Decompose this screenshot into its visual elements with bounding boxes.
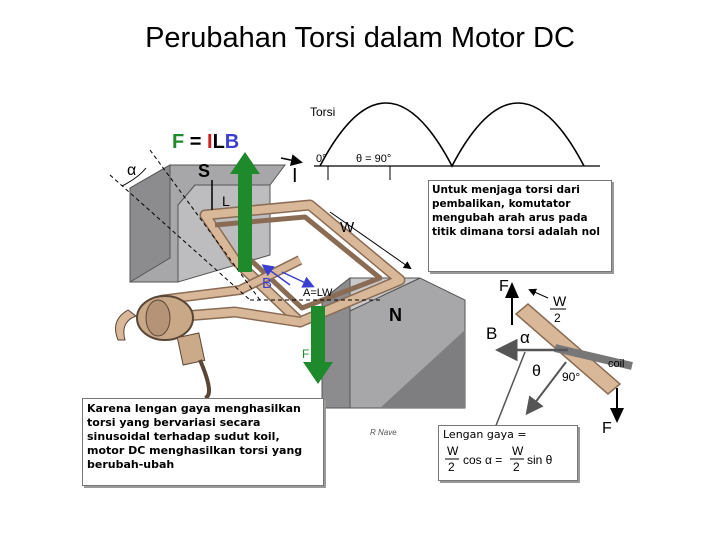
lever-sin: sin θ xyxy=(527,453,553,467)
side-alpha: α xyxy=(520,328,530,347)
width-label: W xyxy=(340,219,355,236)
force-equation: F = ILB xyxy=(172,131,239,153)
alpha-arc xyxy=(121,167,147,187)
magnet-north xyxy=(321,276,466,409)
field-b-arrow xyxy=(261,264,291,286)
alpha-symbol: α xyxy=(127,162,136,179)
side-lever-line xyxy=(494,351,526,429)
commutator-note: Untuk menjaga torsi dari pembalikan, kom… xyxy=(428,180,612,272)
lever-W-1: W xyxy=(447,444,459,458)
eq-equals: = xyxy=(184,131,207,153)
eq-I: I xyxy=(207,131,213,153)
side-force-bottom-head xyxy=(610,408,624,423)
tick-90-label: θ = 90° xyxy=(356,153,391,165)
credit-label: R Nave xyxy=(370,428,397,437)
area-label: A=LW xyxy=(303,287,333,299)
svg-text:F = ILB: F = ILB xyxy=(172,131,239,153)
eq-B: B xyxy=(225,131,239,153)
side-B: B xyxy=(486,324,497,343)
torque-graph: Torsi 0° θ = 90° xyxy=(310,102,600,180)
torque-variation-note: Karena lengan gaya menghasilkan torsi ya… xyxy=(82,398,324,486)
lever-two-2: 2 xyxy=(513,460,520,474)
north-pole-label: N xyxy=(389,305,402,325)
torque-label: Torsi xyxy=(310,105,335,119)
eq-F: F xyxy=(172,131,184,153)
eq-L: L xyxy=(213,131,225,153)
lever-cos: cos α = xyxy=(463,453,502,467)
width-dimension xyxy=(329,211,412,270)
side-arm-arrow xyxy=(528,288,549,299)
commutator xyxy=(115,295,211,400)
lever-arm-formula: W 2 cos α = W 2 sin θ xyxy=(445,444,553,474)
south-pole-label: S xyxy=(198,161,210,181)
lever-arm-label: Lengan gaya = xyxy=(443,428,527,441)
normal-arrow xyxy=(281,271,315,288)
side-two: 2 xyxy=(554,311,561,325)
field-b-label: B xyxy=(262,275,272,292)
force-bottom-label: F xyxy=(302,347,309,361)
force-arrow-up xyxy=(230,152,260,272)
current-arrow xyxy=(280,154,303,167)
side-F-bottom: F xyxy=(602,420,612,437)
side-ninety: 90° xyxy=(562,370,580,384)
side-torque-arrow xyxy=(525,361,567,416)
torque-curve xyxy=(319,102,585,168)
lever-W-2: W xyxy=(512,444,524,458)
lever-arm-box: Lengan gaya = W 2 cos α = W 2 sin θ xyxy=(438,425,578,481)
tick-0-label: 0° xyxy=(316,153,327,165)
side-coil-label: coil xyxy=(608,358,625,370)
side-theta: θ xyxy=(532,363,541,380)
side-W: W xyxy=(553,293,567,309)
current-label: I xyxy=(292,165,298,187)
side-F-top: F xyxy=(499,278,509,295)
length-label: L xyxy=(222,193,230,209)
page-title: Perubahan Torsi dalam Motor DC xyxy=(145,22,575,54)
force-arrow-down xyxy=(303,306,333,384)
construction-lines xyxy=(109,149,380,301)
side-force-diagram: F W 2 B α θ 90° coil F xyxy=(486,278,633,437)
lever-two-1: 2 xyxy=(448,460,455,474)
armature-coil xyxy=(159,199,406,328)
side-force-top-head xyxy=(505,282,519,298)
